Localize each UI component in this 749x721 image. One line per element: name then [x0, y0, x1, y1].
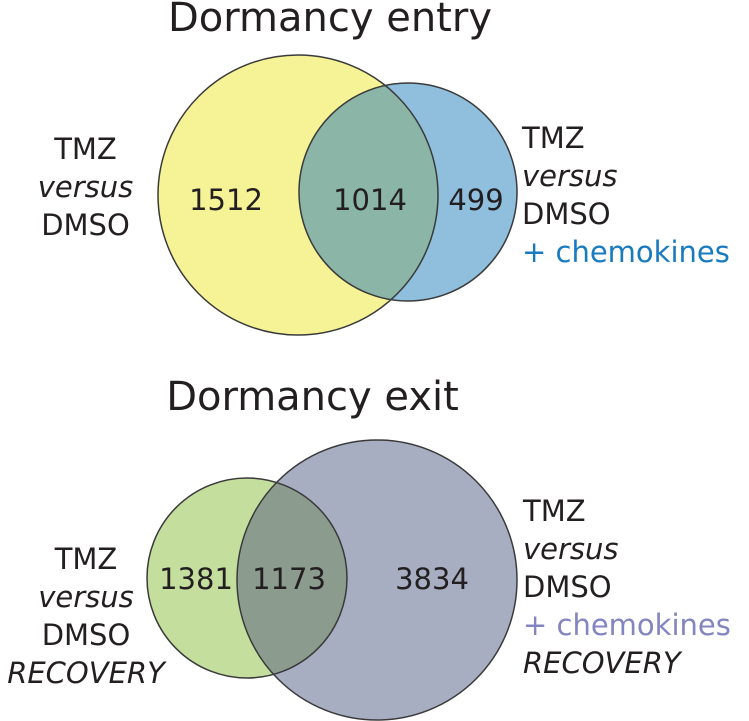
label-line: versus — [37, 170, 134, 204]
exit-left-set-label: TMZ versus DMSO RECOVERY — [0, 540, 172, 692]
entry-left-count: 1512 — [189, 183, 263, 217]
exit-left-circle-outline — [146, 477, 348, 679]
entry-right-set-label: TMZ versus DMSO + chemokines — [522, 119, 730, 271]
exit-overlap-region — [237, 478, 347, 678]
label-line-chemokines: + chemokines — [522, 235, 730, 269]
entry-right-count: 499 — [448, 183, 503, 217]
exit-panel-title: Dormancy exit — [166, 374, 459, 420]
exit-overlap-count: 1173 — [252, 562, 326, 596]
label-line: versus — [38, 580, 134, 614]
label-line-recovery: RECOVERY — [523, 646, 681, 680]
entry-panel-title: Dormancy entry — [168, 0, 492, 41]
entry-overlap-count: 1014 — [333, 183, 407, 217]
entry-right-circle-outline — [298, 82, 518, 302]
label-line: DMSO — [523, 570, 612, 604]
exit-right-set-label: TMZ versus DMSO + chemokines RECOVERY — [523, 492, 731, 682]
entry-left-circle-outline — [157, 54, 439, 336]
label-line: DMSO — [522, 197, 611, 231]
label-line: TMZ — [54, 542, 118, 576]
label-line-chemokines: + chemokines — [523, 608, 731, 642]
label-line: DMSO — [41, 618, 131, 652]
label-line: versus — [522, 159, 618, 193]
label-line: DMSO — [41, 208, 130, 242]
label-line: TMZ — [522, 121, 585, 155]
exit-right-circle-outline — [236, 439, 518, 721]
label-line-recovery: RECOVERY — [7, 656, 165, 690]
label-line: TMZ — [54, 132, 117, 166]
exit-left-count: 1381 — [159, 562, 233, 596]
exit-right-count: 3834 — [395, 562, 469, 596]
entry-overlap-region — [299, 83, 438, 301]
label-line: TMZ — [523, 494, 586, 528]
label-line: versus — [523, 532, 619, 566]
entry-left-set-label: TMZ versus DMSO — [8, 130, 163, 244]
